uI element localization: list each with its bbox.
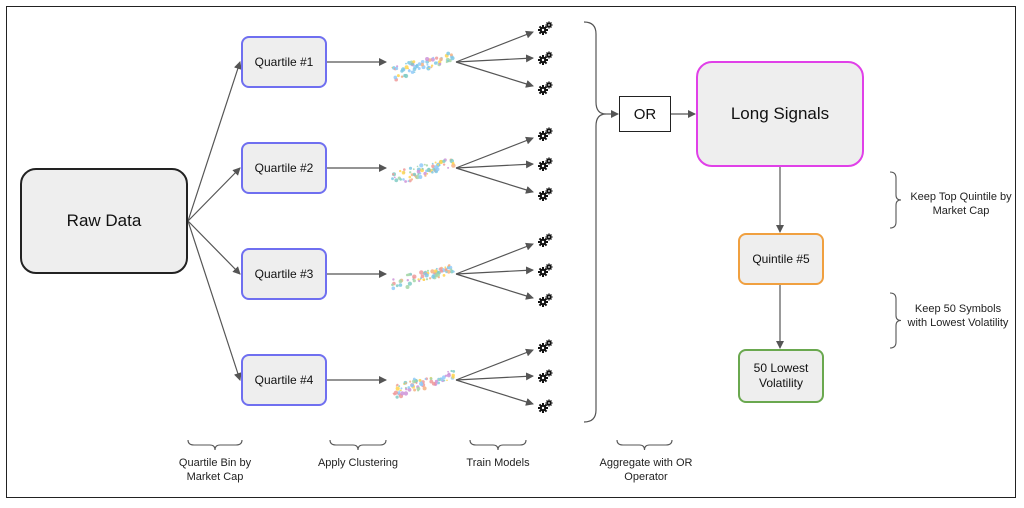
lowest-volatility-node: 50 Lowest Volatility	[738, 349, 824, 403]
arrow-cluster-to-model-1-3	[455, 61, 534, 88]
caption-apply-clustering: Apply Clustering	[317, 457, 399, 469]
arrow-cluster-to-model-3-2	[455, 266, 534, 275]
gear-icon	[538, 191, 548, 201]
arrow-cluster-to-model-3-3	[455, 273, 534, 300]
arrow-raw-to-quartile-4	[187, 220, 242, 381]
brace-lowest-volatility	[889, 292, 902, 349]
gear-icon	[538, 131, 548, 141]
gear-icon	[545, 293, 553, 301]
gear-icon	[545, 339, 553, 347]
quartile-4-node: Quartile #4	[241, 354, 327, 406]
gear-icon	[538, 55, 548, 65]
brace-apply-clustering	[329, 439, 387, 451]
caption-quartile-bin: Quartile Bin by Market Cap	[178, 457, 252, 483]
caption-train-models: Train Models	[466, 457, 530, 469]
note-lowest-volatility: Keep 50 Symbols with Lowest Volatility	[907, 303, 1009, 329]
quartile-3-node: Quartile #3	[241, 248, 327, 300]
cluster-plot-icon	[391, 51, 455, 82]
arrow-cluster-to-model-3-1	[455, 242, 534, 275]
models-brace	[583, 21, 607, 423]
cluster-plot-icon	[391, 158, 456, 183]
caption-aggregate: Aggregate with OR Operator	[599, 457, 693, 483]
gear-icon	[538, 343, 548, 353]
gear-icon	[538, 161, 548, 171]
cluster-plot-icon	[391, 264, 455, 291]
long-signals-node: Long Signals	[696, 61, 864, 167]
gear-icon	[538, 85, 548, 95]
gear-icon	[545, 399, 553, 407]
brace-quartile-bin	[187, 439, 243, 451]
gear-icon	[545, 187, 553, 195]
arrow-cluster-to-model-1-2	[455, 54, 534, 63]
gear-icon	[538, 297, 548, 307]
gear-icon	[538, 403, 548, 413]
gear-icon	[538, 25, 548, 35]
arrow-cluster-to-model-2-3	[455, 167, 534, 194]
quintile-5-node: Quintile #5	[738, 233, 824, 285]
arrow-cluster-to-model-1-1	[455, 30, 534, 63]
arrow-cluster-to-model-4-3	[455, 379, 534, 406]
gear-icon	[545, 369, 553, 377]
arrow-raw-to-quartile-3	[187, 220, 241, 275]
raw-data-node: Raw Data	[20, 168, 188, 274]
arrow-cluster-to-model-4-1	[455, 348, 534, 381]
gear-icon	[545, 21, 553, 29]
quartile-1-node: Quartile #1	[241, 36, 327, 88]
brace-aggregate	[616, 439, 673, 451]
arrow-cluster-to-model-2-2	[455, 160, 534, 169]
gear-icon	[538, 267, 548, 277]
note-top-quintile: Keep Top Quintile by Market Cap	[910, 191, 1012, 217]
brace-train-models	[469, 439, 527, 451]
gear-icon	[545, 51, 553, 59]
quartile-2-node: Quartile #2	[241, 142, 327, 194]
gear-icon	[545, 81, 553, 89]
arrow-raw-to-quartile-2	[187, 167, 241, 222]
brace-top-quintile	[889, 171, 902, 229]
arrow-cluster-to-model-2-1	[455, 136, 534, 169]
cluster-plot-icon	[392, 369, 456, 399]
arrow-raw-to-quartile-1	[187, 61, 242, 222]
gear-icon	[538, 237, 548, 247]
gear-icon	[545, 157, 553, 165]
or-operator-node: OR	[619, 96, 671, 132]
diagram-frame	[6, 6, 1016, 498]
arrow-cluster-to-model-4-2	[455, 372, 534, 381]
gear-icon	[545, 127, 553, 135]
gear-icon	[545, 233, 553, 241]
gear-icon	[545, 263, 553, 271]
gear-icon	[538, 373, 548, 383]
